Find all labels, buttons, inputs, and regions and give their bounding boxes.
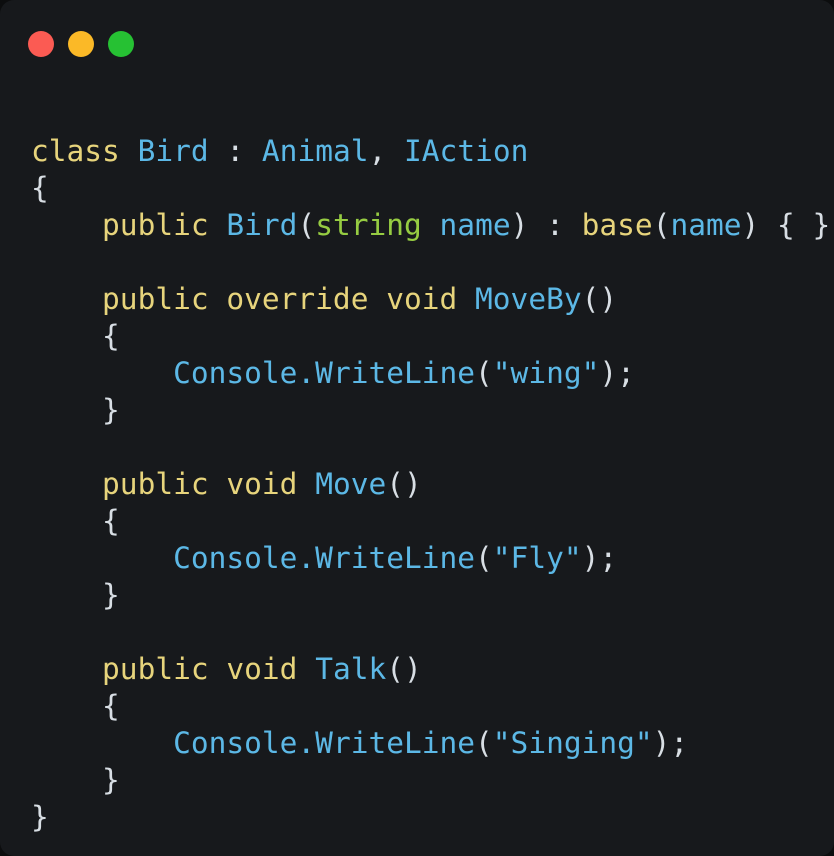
code-token: public void xyxy=(102,466,298,501)
code-line xyxy=(31,244,826,281)
code-token: () xyxy=(581,281,618,316)
code-token: public void xyxy=(102,651,298,686)
code-token: ); xyxy=(599,355,635,390)
code-token: { xyxy=(102,688,120,723)
code-token: Console.WriteLine xyxy=(173,355,476,390)
code-line xyxy=(31,429,826,466)
code-token: MoveBy xyxy=(475,281,582,316)
code-token xyxy=(31,763,102,797)
code-token xyxy=(31,652,102,686)
code-token xyxy=(31,393,102,427)
code-token: , xyxy=(368,133,405,168)
code-token xyxy=(297,467,315,501)
code-token: "Singing" xyxy=(492,725,653,760)
minimize-window-button[interactable] xyxy=(68,31,94,57)
code-token xyxy=(31,541,173,575)
code-token: class xyxy=(31,133,120,168)
code-token: : xyxy=(208,133,262,168)
code-token: Bird xyxy=(137,133,209,168)
code-token: ( xyxy=(652,207,671,242)
code-token: Talk xyxy=(315,651,387,686)
code-token: } xyxy=(102,577,120,612)
code-token: IAction xyxy=(404,133,529,168)
code-token: public xyxy=(102,207,209,242)
code-token: } xyxy=(102,762,120,797)
code-line: Console.WriteLine("Singing"); xyxy=(31,725,826,762)
code-token: () xyxy=(386,651,422,686)
code-token: name xyxy=(670,207,742,242)
code-token: public override void xyxy=(102,281,458,316)
code-token: base xyxy=(581,207,653,242)
code-token: Console.WriteLine xyxy=(173,725,476,760)
code-token: name xyxy=(439,207,511,242)
code-line: } xyxy=(31,762,826,799)
code-line: class Bird : Animal, IAction xyxy=(31,133,826,170)
code-token: ( xyxy=(475,355,493,390)
code-token: ( xyxy=(297,207,316,242)
code-line: { xyxy=(31,170,826,207)
code-line: public void Move() xyxy=(31,466,826,503)
code-token xyxy=(457,282,475,316)
code-token: ( xyxy=(475,725,493,760)
code-line: Console.WriteLine("wing"); xyxy=(31,355,826,392)
code-token: () xyxy=(386,466,422,501)
code-line: } xyxy=(31,799,826,836)
code-token: ) { } xyxy=(741,207,831,242)
code-token xyxy=(31,504,102,538)
code-line: { xyxy=(31,688,826,725)
code-token xyxy=(120,134,138,168)
code-token xyxy=(31,282,102,316)
code-token xyxy=(422,208,440,242)
code-token: } xyxy=(102,392,120,427)
code-token: { xyxy=(102,318,120,353)
code-line: { xyxy=(31,503,826,540)
code-token: Console.WriteLine xyxy=(173,540,476,575)
window-titlebar xyxy=(0,0,834,88)
code-token xyxy=(31,319,102,353)
code-line: } xyxy=(31,577,826,614)
code-token xyxy=(31,726,173,760)
code-token: "wing" xyxy=(492,355,600,390)
code-line: public override void MoveBy() xyxy=(31,281,826,318)
code-token: Move xyxy=(315,466,387,501)
code-block[interactable]: class Bird : Animal, IAction{ public Bir… xyxy=(31,133,830,836)
code-line: public Bird(string name) : base(name) { … xyxy=(31,207,830,244)
code-line: public void Talk() xyxy=(31,651,826,688)
code-token xyxy=(31,356,173,390)
code-token xyxy=(209,208,227,242)
code-token: ) : xyxy=(510,207,582,242)
code-token: Animal xyxy=(261,133,369,168)
code-line: { xyxy=(31,318,826,355)
code-token: { xyxy=(31,170,49,205)
code-line xyxy=(31,614,826,651)
code-token xyxy=(297,652,315,686)
code-token: { xyxy=(102,503,120,538)
close-window-button[interactable] xyxy=(28,31,54,57)
code-token: ); xyxy=(652,725,689,760)
code-token xyxy=(31,208,102,242)
code-token xyxy=(31,689,102,723)
code-token: ( xyxy=(475,540,493,575)
code-line: } xyxy=(31,392,826,429)
code-token: string xyxy=(315,207,422,242)
traffic-light-buttons xyxy=(28,31,134,57)
code-line: Console.WriteLine("Fly"); xyxy=(31,540,826,577)
code-token: "Fly" xyxy=(492,540,582,575)
maximize-window-button[interactable] xyxy=(108,31,134,57)
code-token: } xyxy=(31,799,49,834)
code-token: Bird xyxy=(226,207,298,242)
code-token xyxy=(31,578,102,612)
code-token: ); xyxy=(581,540,618,575)
code-token xyxy=(31,467,102,501)
